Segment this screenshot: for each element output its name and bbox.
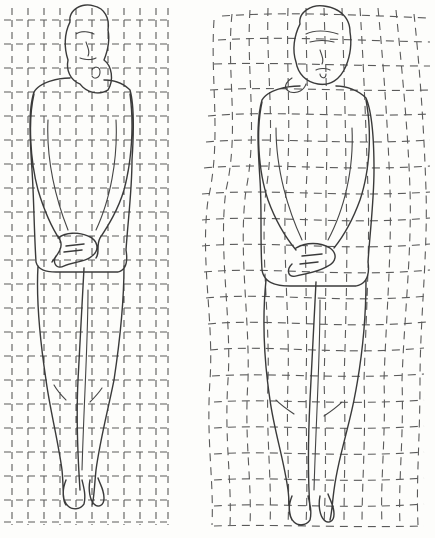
- right-feet: [289, 494, 334, 525]
- left-body-outline: [30, 5, 133, 509]
- left-grid-vertical: [12, 8, 168, 525]
- right-body-outline: [258, 6, 374, 525]
- right-leg-right: [330, 280, 366, 520]
- right-panel: [202, 6, 430, 527]
- left-panel: [4, 5, 172, 525]
- right-arm-right: [334, 100, 369, 248]
- right-grid-horizontal: [202, 14, 430, 527]
- right-head: [294, 6, 351, 85]
- right-torso: [258, 86, 374, 286]
- right-arm-left: [259, 102, 296, 250]
- left-leg-inner: [77, 268, 84, 490]
- left-grid-horizontal: [4, 20, 172, 522]
- left-torso: [30, 78, 133, 272]
- left-face-details: [76, 32, 100, 78]
- left-feet: [63, 478, 104, 509]
- left-leg-left: [37, 266, 66, 505]
- right-face-details: [306, 31, 338, 78]
